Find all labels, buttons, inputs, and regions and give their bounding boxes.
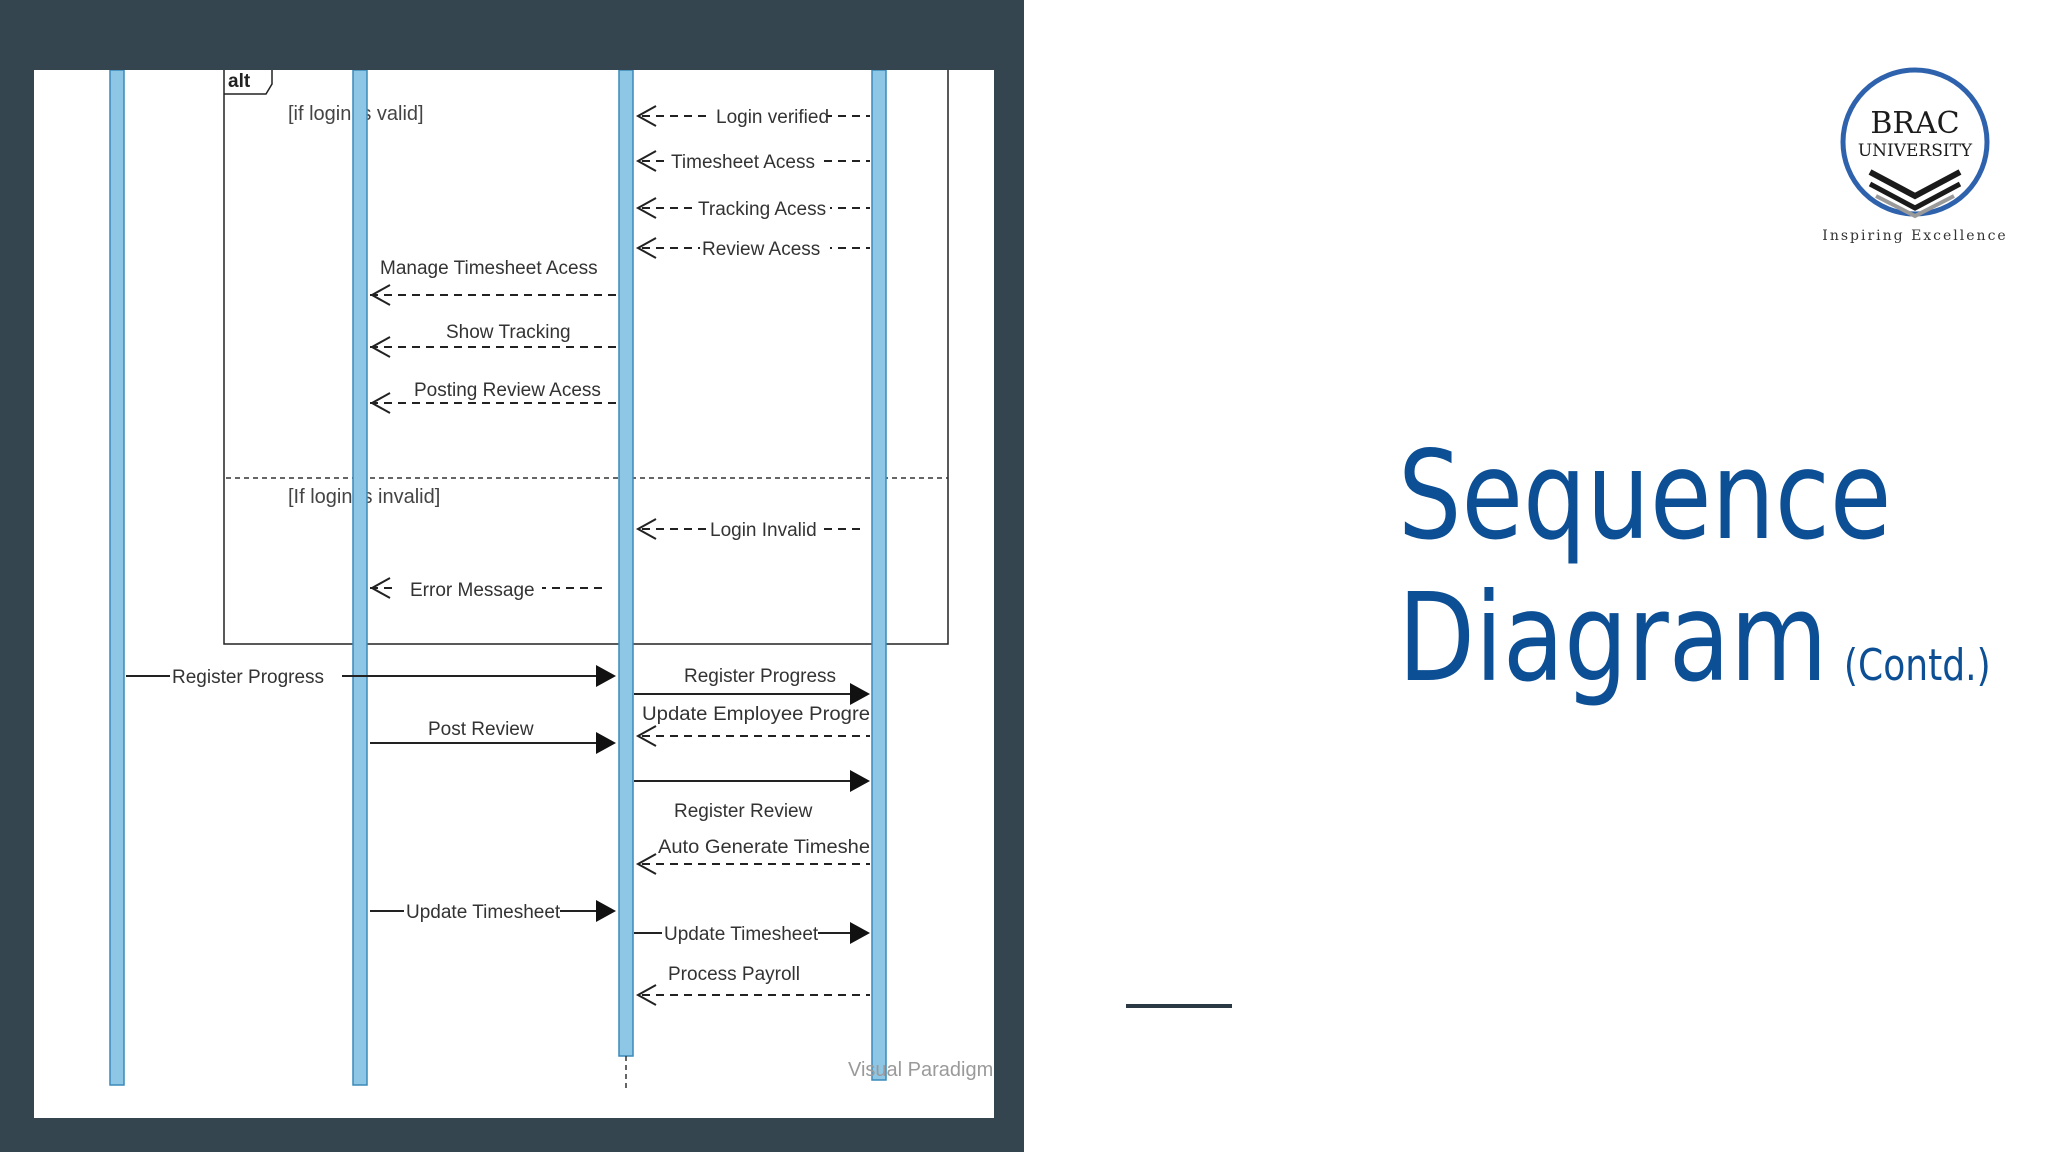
filled-arrowhead [596, 900, 616, 922]
message-label: Auto Generate Timeshe [658, 837, 870, 858]
label-backdrop [670, 149, 824, 171]
message-label: Manage Timesheet Acess [380, 258, 598, 279]
message-register-progress-1: Register Progress [126, 664, 616, 688]
message-login-invalid: Login Invalid [635, 517, 864, 541]
label-backdrop [396, 576, 542, 598]
message-manage-timesheet-acess: Manage Timesheet Acess [369, 258, 616, 306]
open-arrowhead [369, 284, 391, 306]
alt-fragment-tab [224, 70, 273, 95]
brac-university-logo: BRAC UNIVERSITY Inspiring Excellence [1810, 60, 2020, 260]
open-arrowhead [635, 984, 657, 1006]
filled-arrowhead [596, 732, 616, 754]
message-label: Register Progress [684, 666, 836, 687]
message-label: Register Review [674, 801, 813, 822]
alt-fragment-frame [223, 70, 949, 645]
slide-title: Sequence Diagram (Contd.) [1398, 425, 1991, 737]
label-backdrop [170, 664, 342, 688]
diagram-panel: alt [if login is valid] [If login is inv… [0, 0, 1024, 1152]
message-error-message: Error Message [369, 576, 608, 601]
logo-name-line1: BRAC [1870, 106, 1959, 141]
filled-arrowhead [850, 683, 870, 705]
message-update-timesheet-1: Update Timesheet [370, 899, 616, 923]
message-label: Update Timesheet [406, 902, 561, 923]
message-review-acess: Review Acess [635, 236, 870, 260]
open-arrowhead [635, 853, 657, 875]
message-post-review: Post Review [370, 719, 616, 754]
open-arrowhead [635, 197, 657, 219]
open-arrowhead [635, 150, 657, 172]
message-update-timesheet-2: Update Timesheet [634, 921, 870, 945]
message-auto-generate-timesheet: Auto Generate Timeshe [635, 837, 870, 875]
open-arrowhead [369, 336, 391, 358]
label-backdrop [696, 196, 830, 218]
filled-arrowhead [850, 770, 870, 792]
alt-fragment-label: alt [228, 71, 251, 92]
message-login-verified: Login verified [635, 104, 870, 128]
lifelines [109, 70, 887, 1090]
watermark: Visual Paradigm [848, 1059, 993, 1081]
label-backdrop [706, 517, 824, 539]
message-register-progress-2: Register Progress [634, 666, 870, 705]
lifeline-4-activation [871, 70, 887, 1081]
message-timesheet-acess: Timesheet Acess [635, 149, 870, 173]
label-backdrop [404, 899, 560, 923]
lifeline-2-activation [352, 70, 368, 1086]
open-arrowhead [369, 577, 391, 599]
open-arrowhead [635, 237, 657, 259]
logo-tagline: Inspiring Excellence [1822, 228, 2008, 244]
message-update-employee-progress: Update Employee Progre [635, 704, 870, 747]
lifeline-1-activation [109, 70, 125, 1086]
message-label: Show Tracking [446, 322, 571, 343]
book-icon-layer [1868, 181, 1962, 211]
open-arrowhead [635, 518, 657, 540]
message-process-payroll: Process Payroll [635, 964, 870, 1006]
alt-fragment: alt [if login is valid] [If login is inv… [223, 70, 949, 645]
lifeline-3-activation [618, 70, 634, 1057]
accent-divider [1126, 1004, 1232, 1008]
filled-arrowhead [850, 922, 870, 944]
message-label: Post Review [428, 719, 534, 740]
open-arrowhead [635, 105, 657, 127]
message-label: Login Invalid [710, 520, 817, 541]
title-line-sequence: Sequence [1398, 425, 1892, 567]
book-icon [1868, 169, 1962, 200]
message-register-review: Register Review [634, 770, 870, 822]
message-label: Process Payroll [668, 964, 800, 985]
message-label: Tracking Acess [698, 199, 826, 220]
message-label: Register Progress [172, 667, 324, 688]
message-label: Timesheet Acess [671, 152, 815, 173]
message-show-tracking: Show Tracking [369, 322, 616, 358]
message-label: Posting Review Acess [414, 380, 601, 401]
sequence-diagram-image: alt [if login is valid] [If login is inv… [34, 70, 994, 1118]
logo-emblem: BRAC UNIVERSITY [1840, 67, 1990, 219]
title-line-diagram: Diagram (Contd.) [1398, 567, 1991, 737]
message-label: Review Acess [702, 239, 820, 260]
open-arrowhead [635, 725, 657, 747]
message-label: Login verified [716, 107, 829, 128]
label-backdrop [662, 921, 818, 945]
message-tracking-acess: Tracking Acess [635, 196, 870, 220]
title-word-diagram: Diagram [1398, 567, 1828, 709]
filled-arrowhead [596, 665, 616, 687]
logo-name-line2: UNIVERSITY [1858, 141, 1973, 161]
message-label: Error Message [410, 580, 535, 601]
label-backdrop [700, 236, 830, 258]
open-arrowhead [369, 392, 391, 414]
label-backdrop [706, 104, 826, 126]
message-posting-review-acess: Posting Review Acess [369, 380, 616, 414]
sequence-diagram: alt [if login is valid] [If login is inv… [109, 70, 993, 1090]
title-suffix: (Contd.) [1843, 640, 1991, 691]
message-label: Update Timesheet [664, 924, 819, 945]
message-label: Update Employee Progre [642, 704, 870, 725]
book-icon-shadow [1875, 194, 1955, 219]
